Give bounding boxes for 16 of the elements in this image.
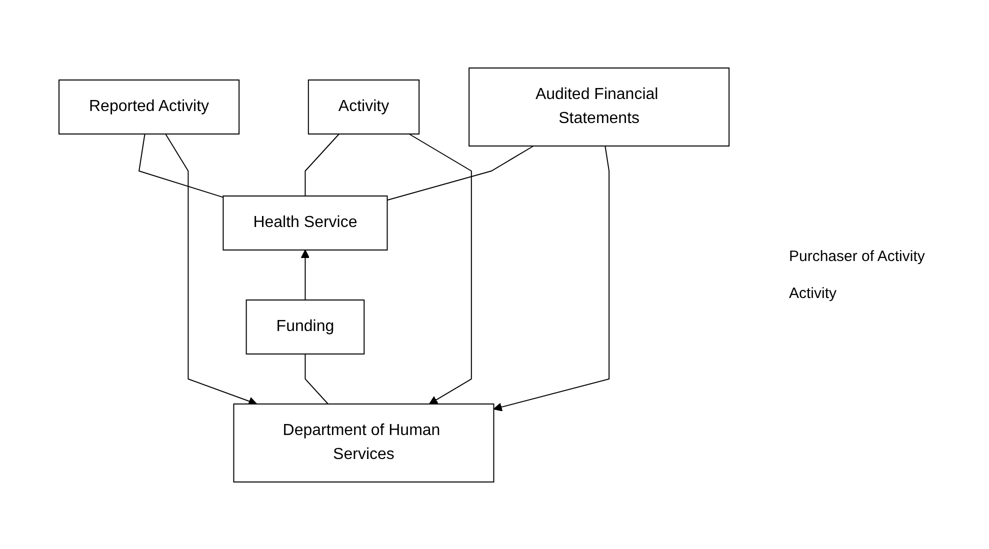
arrow [301, 249, 310, 300]
node-box: Audited Financial Statements [469, 67, 730, 146]
node-box: Health Service [223, 195, 388, 250]
connector [305, 133, 340, 196]
node-box: Department of Human Services [234, 403, 495, 482]
arrow [494, 145, 610, 411]
node-box: Activity [308, 79, 420, 134]
note-text: Activity [789, 284, 838, 302]
node-box: Funding [246, 299, 366, 354]
arrow [166, 133, 258, 405]
arrow [409, 133, 472, 404]
connector [305, 353, 330, 404]
node-box: Reported Activity [58, 79, 240, 134]
connector [138, 133, 224, 198]
note-text: Purchaser of Activity [789, 248, 926, 264]
connector [387, 145, 534, 200]
